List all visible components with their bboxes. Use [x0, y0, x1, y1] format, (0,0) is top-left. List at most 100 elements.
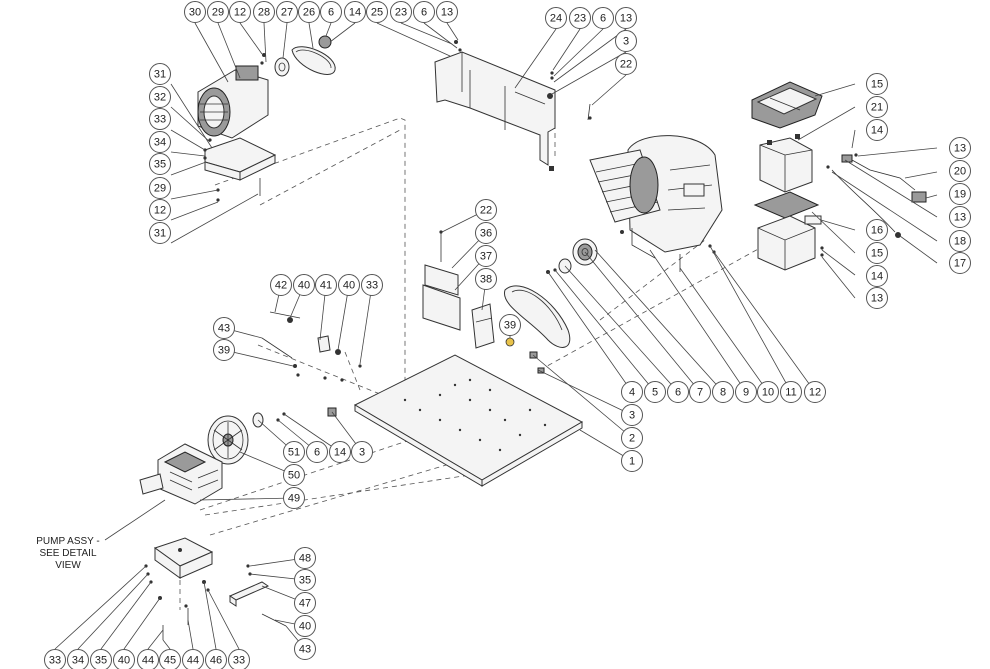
balloon-label: 41 — [320, 280, 332, 292]
balloon-label: 30 — [189, 7, 201, 19]
balloon-label: 44 — [187, 655, 199, 667]
callout-balloon: 14 — [344, 1, 366, 23]
balloon-circle — [149, 177, 171, 199]
balloon-label: 39 — [218, 345, 230, 357]
main-belt-part — [504, 285, 571, 348]
balloon-circle — [182, 649, 204, 669]
balloon-label: 6 — [328, 7, 334, 19]
balloon-circle — [149, 131, 171, 153]
balloon-label: 37 — [480, 251, 492, 263]
balloon-circle — [621, 381, 643, 403]
balloon-circle — [149, 153, 171, 175]
callout-balloon: 8 — [712, 381, 734, 403]
balloon-circle — [90, 649, 112, 669]
balloon-circle — [315, 274, 337, 296]
balloon-circle — [667, 381, 689, 403]
balloon-circle — [592, 7, 614, 29]
balloon-label: 33 — [154, 114, 166, 126]
balloon-label: 3 — [623, 36, 629, 48]
balloon-circle — [137, 649, 159, 669]
pump-pulley-part — [207, 415, 249, 465]
callout-balloon: 6 — [320, 1, 342, 23]
note-line-3: VIEW — [55, 560, 81, 571]
callout-balloon: 13 — [949, 137, 971, 159]
balloon-label: 43 — [218, 323, 230, 335]
balloon-label: 43 — [299, 644, 311, 656]
callout-balloon: 12 — [229, 1, 251, 23]
balloon-label: 49 — [288, 493, 300, 505]
callout-balloon: 26 — [298, 1, 320, 23]
callout-balloon: 31 — [149, 222, 171, 244]
callout-balloon: 40 — [338, 274, 360, 296]
balloon-label: 40 — [299, 621, 311, 633]
balloon-circle — [621, 450, 643, 472]
bracket-38-part — [471, 303, 495, 349]
callout-balloon: 9 — [735, 381, 757, 403]
balloon-label: 13 — [954, 212, 966, 224]
callout-balloon: 11 — [780, 381, 802, 403]
balloon-label: 36 — [480, 228, 492, 240]
balloon-circle — [149, 63, 171, 85]
balloon-circle — [949, 230, 971, 252]
balloon-circle — [475, 268, 497, 290]
balloon-label: 1 — [629, 456, 635, 468]
balloon-circle — [149, 199, 171, 221]
balloon-circle — [270, 274, 292, 296]
callout-balloon: 21 — [866, 96, 888, 118]
callout-balloon: 28 — [253, 1, 275, 23]
note-line-2: SEE DETAIL — [39, 548, 96, 559]
balloon-label: 22 — [480, 205, 492, 217]
callout-balloon: 13 — [615, 7, 637, 29]
callout-balloon: 38 — [475, 268, 497, 290]
balloon-circle — [615, 53, 637, 75]
belt-small-part — [291, 46, 336, 75]
balloon-label: 13 — [620, 13, 632, 25]
battery-cables-part — [820, 153, 927, 257]
balloon-circle — [294, 547, 316, 569]
balloon-label: 12 — [234, 7, 246, 19]
balloon-circle — [545, 7, 567, 29]
callout-balloon: 49 — [283, 487, 305, 509]
callout-balloon: 7 — [689, 381, 711, 403]
balloon-label: 13 — [954, 143, 966, 155]
balloon-circle — [283, 441, 305, 463]
callout-balloon: 35 — [294, 569, 316, 591]
callout-balloon: 47 — [294, 592, 316, 614]
callout-balloon: 15 — [866, 73, 888, 95]
callout-balloon: 33 — [149, 108, 171, 130]
balloon-circle — [413, 1, 435, 23]
balloon-label: 14 — [349, 7, 361, 19]
balloon-label: 8 — [720, 387, 726, 399]
balloon-label: 6 — [314, 447, 320, 459]
balloon-label: 46 — [210, 655, 222, 667]
balloon-circle — [949, 137, 971, 159]
balloon-circle — [293, 274, 315, 296]
balloon-circle — [735, 381, 757, 403]
callout-balloon: 4 — [621, 381, 643, 403]
clutch-housing-part — [197, 65, 269, 139]
balloon-label: 22 — [620, 59, 632, 71]
balloon-label: 33 — [366, 280, 378, 292]
balloon-label: 47 — [299, 598, 311, 610]
callout-balloon: 32 — [149, 86, 171, 108]
callout-balloon: 14 — [866, 119, 888, 141]
callout-balloon: 40 — [294, 615, 316, 637]
balloon-circle — [294, 592, 316, 614]
balloon-label: 17 — [954, 258, 966, 270]
balloon-circle — [213, 317, 235, 339]
balloon-circle — [866, 219, 888, 241]
balloon-label: 6 — [600, 13, 606, 25]
callout-balloon: 46 — [205, 649, 227, 669]
balloon-circle — [475, 199, 497, 221]
balloon-label: 24 — [550, 13, 562, 25]
base-plate-part — [353, 354, 584, 487]
balloon-label: 6 — [421, 7, 427, 19]
callout-balloon: 39 — [499, 314, 521, 336]
balloon-circle — [283, 464, 305, 486]
callout-balloon: 41 — [315, 274, 337, 296]
callout-balloon: 29 — [149, 177, 171, 199]
callout-balloon: 12 — [804, 381, 826, 403]
balloon-circle — [361, 274, 383, 296]
